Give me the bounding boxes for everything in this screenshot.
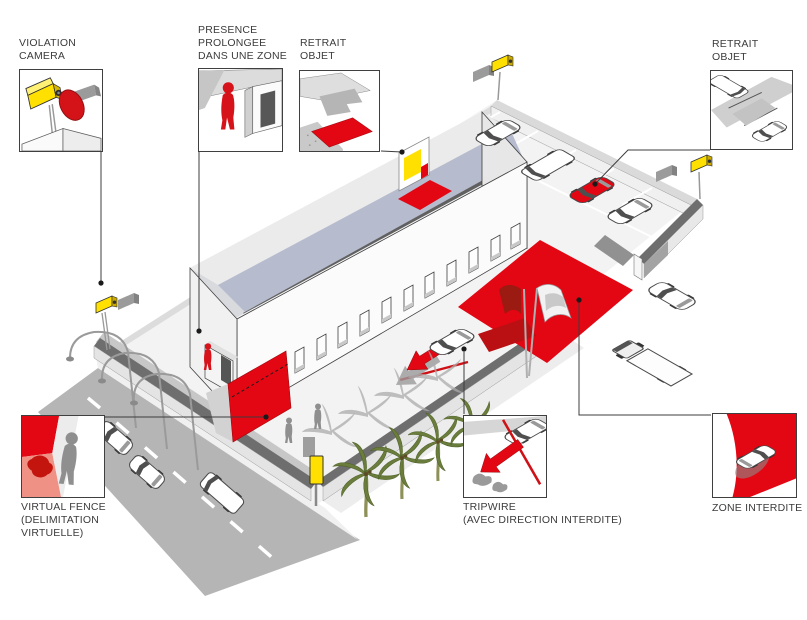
- red-obstruction-icon: [58, 89, 85, 121]
- inset-tripwire: [463, 415, 547, 498]
- building-interior-floor: [218, 129, 523, 312]
- red-mat-icon: [311, 117, 373, 148]
- camera-shadow-icon: [473, 65, 494, 82]
- loitering-person-icon: [220, 82, 235, 130]
- doorway-icon: [260, 90, 276, 128]
- direction-arrow-icon: [480, 439, 524, 473]
- label-virtual-fence: VIRTUAL FENCE (DELIMITATION VIRTUELLE): [21, 501, 106, 539]
- gate-post-north: [633, 253, 643, 281]
- violation-camera-icon: [95, 295, 118, 314]
- dark-red-flag: [499, 284, 521, 314]
- tripwire-line-icon: [501, 419, 542, 485]
- camera-shadow-icon: [118, 293, 139, 310]
- surveillance-cameras: [95, 54, 713, 351]
- forbidden-zone: [458, 240, 633, 379]
- street-lamps: [66, 330, 199, 471]
- inset-retrait-objet-parking: [710, 70, 793, 150]
- camera-icon: [491, 54, 514, 73]
- label-tripwire: TRIPWIRE (AVEC DIRECTION INTERDITE): [463, 501, 623, 526]
- label-zone-interdite: ZONE INTERDITE: [712, 502, 803, 514]
- virtual-fence-panel: [206, 350, 292, 443]
- inset-zone-interdite: [712, 413, 797, 498]
- intruder-person-icon: [58, 432, 78, 486]
- inset-virtual-fence: [21, 415, 105, 498]
- vandalized-camera-icon: [25, 77, 63, 110]
- car-icon: [748, 119, 791, 144]
- label-presence-prolongee: PRESENCE PROLONGEE DANS UNE ZONE: [198, 24, 287, 62]
- inset-presence-prolongee: [198, 68, 283, 152]
- camera-right-pole: [656, 154, 713, 200]
- red-splat-icon: [27, 455, 53, 478]
- label-violation-camera: VIOLATION CAMERA: [19, 37, 77, 62]
- street-road: [38, 368, 360, 596]
- inset-retrait-objet-mur: [299, 70, 380, 152]
- road-lane-dashes: [86, 396, 301, 583]
- camera-shadow-icon: [656, 165, 677, 182]
- inset-violation-camera: [19, 69, 103, 152]
- approaching-car: [643, 279, 701, 313]
- label-retrait-objet-parking: RETRAIT OBJET: [712, 38, 759, 63]
- truck: [608, 337, 694, 388]
- removed-object-ghost-icon: [319, 88, 363, 116]
- yellow-sign: [303, 437, 324, 506]
- camera-left-pole: [95, 293, 139, 351]
- building-inner-back-wall: [190, 112, 510, 285]
- camera-top-pole: [473, 54, 514, 101]
- camera-icon: [690, 154, 713, 173]
- callout-connectors: [100, 149, 711, 418]
- red-mat-detection-zone: [398, 180, 452, 210]
- building: [189, 110, 528, 420]
- whiteboard-yellow-note: [398, 136, 430, 192]
- empty-parking-spot-icon: [732, 98, 776, 126]
- callout-dots: [98, 149, 598, 420]
- label-retrait-objet-mur: RETRAIT OBJET: [300, 37, 347, 62]
